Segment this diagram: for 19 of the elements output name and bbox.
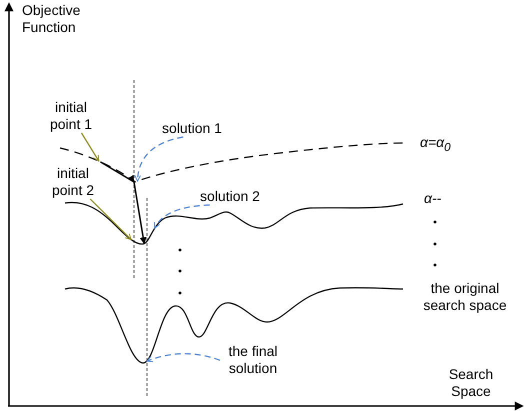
leader-arrow: [90, 198, 132, 240]
curve-label: the original search space: [422, 280, 508, 314]
leader-arrow: [146, 353, 220, 362]
leader-arrow: [134, 136, 184, 182]
leader-arrow: [154, 204, 210, 229]
search-step-arrow: [100, 161, 146, 244]
dashed-curve: [60, 142, 405, 183]
annotation-text: solution 2: [194, 188, 266, 205]
curve-label: α--: [424, 190, 442, 207]
annotation-text: initial point 2: [46, 165, 100, 199]
axis-title: Objective Function: [22, 2, 82, 36]
annotation-text: initial point 1: [44, 99, 98, 133]
search-curve: [64, 287, 403, 364]
leader-arrow: [80, 132, 100, 162]
annotation-text: solution 1: [156, 120, 228, 137]
search-curve: [64, 202, 404, 245]
curve-label: α=α$_{0}$: [420, 134, 452, 156]
annotation-text: the final solution: [220, 343, 286, 377]
axis-title: Search Space: [448, 366, 494, 400]
